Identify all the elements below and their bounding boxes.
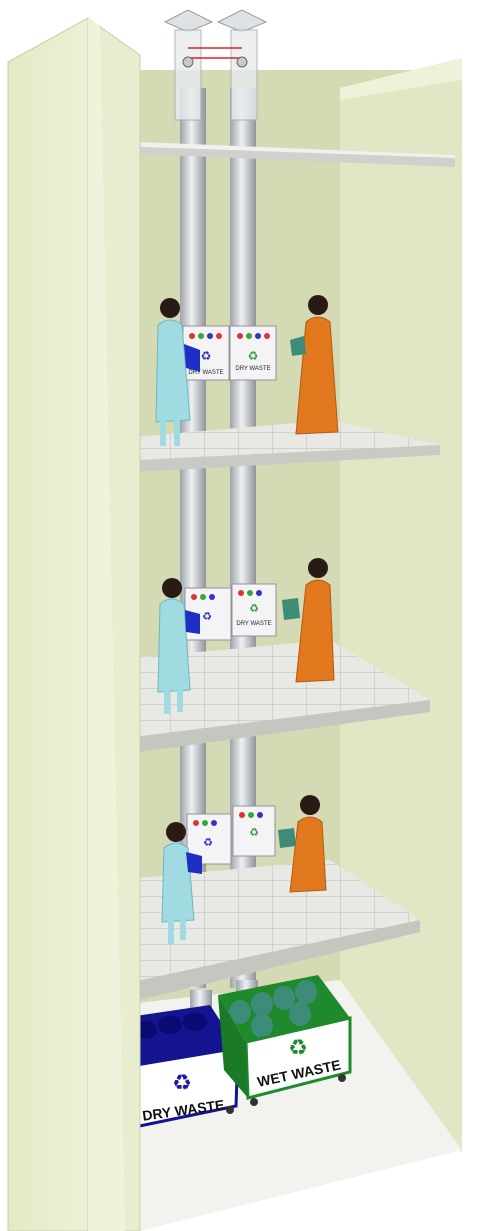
panel-label-right-floor-2: DRY WASTE <box>236 621 271 627</box>
recycle-icon: ♻ <box>201 349 212 363</box>
right-wall <box>340 58 462 1152</box>
recycle-icon: ♻ <box>249 603 259 615</box>
panel-label-left-floor-3: DRY WASTE <box>188 370 223 376</box>
recycle-icon: ♻ <box>202 611 212 623</box>
recycle-icon: ♻ <box>172 1070 192 1095</box>
recycle-icon: ♻ <box>249 827 259 839</box>
panel-label-right-floor-3: DRY WASTE <box>235 366 270 372</box>
disposal-panel-floor-1: ♻ ♻ <box>187 806 275 864</box>
left-wall <box>8 18 88 1231</box>
recycle-icon: ♻ <box>288 1035 308 1060</box>
recycle-icon: ♻ <box>248 349 259 363</box>
recycle-icon: ♻ <box>203 837 213 849</box>
